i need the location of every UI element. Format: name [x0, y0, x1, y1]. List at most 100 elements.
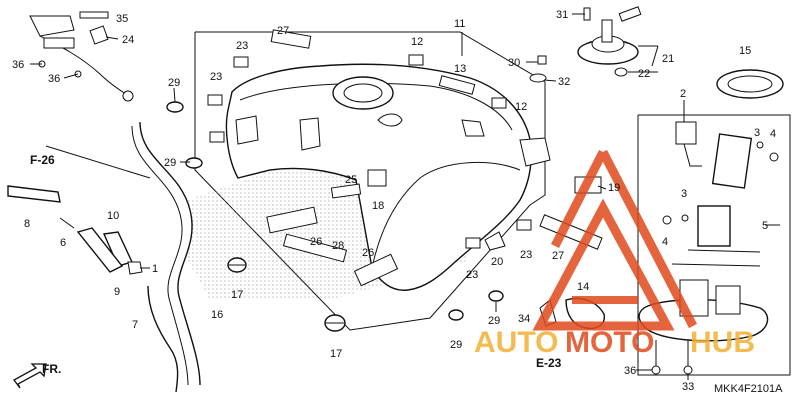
grommet-29c	[488, 290, 504, 302]
callout-36a: 36	[12, 59, 24, 71]
callout-29d: 29	[450, 339, 462, 351]
watermark-word-auto: AUTO	[474, 326, 558, 359]
callout-13: 13	[454, 63, 466, 75]
gasket-15	[716, 69, 784, 99]
callout-26a: 26	[310, 236, 322, 248]
callout-16: 16	[211, 309, 223, 321]
pad-26a	[266, 206, 318, 234]
hose-9	[76, 227, 124, 273]
callout-9: 9	[114, 286, 120, 298]
callout-numbers: 1 2 3 3 4 4 5 6 7 8 9 10 11 12 12 13 14 …	[12, 9, 776, 393]
diagram-code: MKK4F2101A	[714, 383, 783, 395]
callout-29c: 29	[488, 315, 500, 327]
bolt-4b	[662, 215, 672, 225]
nut-36c	[651, 365, 661, 375]
hose-16-inner	[131, 125, 189, 386]
watermark: AUTO MOTO HUB	[474, 149, 755, 359]
callout-26b: 26	[362, 247, 374, 259]
callout-17a: 17	[231, 289, 243, 301]
watermark-word-hub: HUB	[690, 326, 755, 359]
callout-4b: 4	[662, 236, 668, 248]
callout-3a: 3	[754, 127, 760, 139]
callout-23b: 23	[210, 71, 222, 83]
grommet-29a	[166, 101, 184, 113]
hose-7	[147, 285, 179, 393]
pad-27a	[270, 29, 312, 49]
callout-7: 7	[132, 319, 138, 331]
callout-8: 8	[24, 218, 30, 230]
pad-13	[438, 75, 476, 95]
pad-23e	[516, 219, 532, 231]
clip-1	[127, 261, 143, 275]
callout-27a: 27	[277, 25, 289, 37]
callout-35: 35	[116, 13, 128, 25]
pad-23c	[209, 131, 225, 143]
callout-23c: 23	[466, 269, 478, 281]
callout-3b: 3	[681, 188, 687, 200]
ref-f26: F-26	[30, 153, 55, 167]
callout-5: 5	[762, 220, 768, 232]
callout-11: 11	[454, 18, 465, 30]
callout-33: 33	[682, 381, 694, 393]
callout-18: 18	[372, 200, 384, 212]
callout-17b: 17	[330, 348, 342, 360]
callout-27b: 27	[552, 250, 564, 262]
pad-25	[330, 183, 362, 199]
callout-29b: 29	[164, 157, 176, 169]
front-label: FR.	[42, 362, 61, 376]
pad-23a	[233, 56, 249, 68]
callout-23d: 23	[520, 249, 532, 261]
pad-12b	[491, 97, 507, 109]
ref-e23: E-23	[536, 356, 562, 370]
callout-6: 6	[60, 237, 66, 249]
callout-4a: 4	[770, 128, 776, 140]
pad-28	[282, 233, 348, 263]
callout-10: 10	[107, 210, 119, 222]
grommet-29d	[448, 309, 464, 321]
nut-33	[683, 365, 693, 375]
callout-28: 28	[332, 240, 344, 252]
pad-23b	[207, 94, 223, 106]
callout-22: 22	[638, 68, 650, 80]
callout-14: 14	[577, 281, 589, 293]
callout-19: 19	[608, 182, 620, 194]
watermark-word-moto: MOTO	[565, 326, 654, 359]
callout-30: 30	[508, 57, 520, 69]
pipe-8	[7, 185, 61, 203]
fuel-pump-unit	[638, 121, 769, 370]
callout-32: 32	[558, 76, 570, 88]
callout-12a: 12	[411, 36, 423, 48]
callout-12b: 12	[515, 101, 527, 113]
leader-lines	[30, 13, 780, 380]
callout-31: 31	[556, 9, 568, 21]
grommet-17b	[324, 314, 346, 332]
callout-20: 20	[491, 256, 503, 268]
bolt-6	[59, 217, 75, 229]
callout-2: 2	[680, 88, 686, 100]
grommet-17a	[227, 257, 247, 273]
fuel-level-sensor	[29, 11, 134, 102]
callout-24: 24	[122, 34, 134, 46]
callout-15: 15	[739, 45, 751, 57]
pad-12a	[408, 54, 424, 66]
pad-26b	[353, 253, 399, 287]
callout-36c: 36	[624, 365, 636, 377]
clip-20	[484, 231, 506, 251]
watermark-logo	[532, 149, 697, 331]
fuel-cap-assembly	[529, 6, 642, 83]
callout-36b: 36	[48, 73, 60, 85]
bolt-3a	[756, 141, 764, 149]
pump-group-outline	[637, 114, 791, 376]
pad-18	[367, 169, 387, 187]
callout-1: 1	[152, 263, 158, 275]
grommet-29b	[185, 157, 203, 169]
front-arrow: FR.	[13, 362, 61, 389]
callout-23a: 23	[236, 40, 248, 52]
callout-29a: 29	[168, 77, 180, 89]
bolt-4a	[769, 152, 779, 162]
callout-21: 21	[662, 53, 674, 65]
callout-25: 25	[345, 174, 357, 186]
callout-34: 34	[518, 313, 530, 325]
pad-23d	[465, 237, 481, 249]
